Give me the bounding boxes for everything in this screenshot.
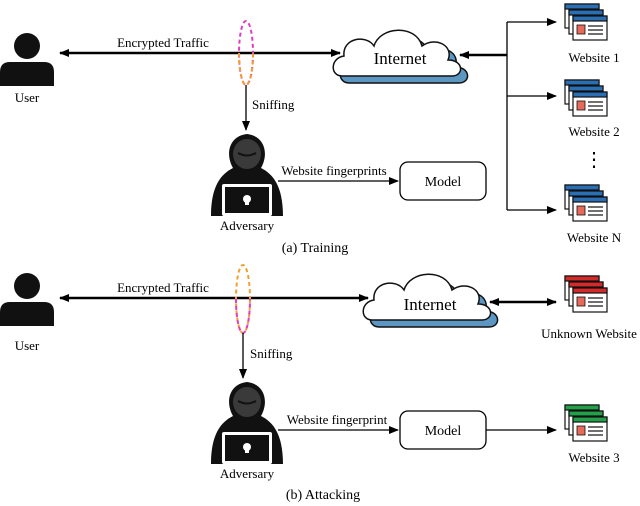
user-icon — [0, 273, 54, 326]
result-website-icon — [565, 405, 607, 441]
model-label: Model — [425, 424, 462, 439]
adversary-icon — [210, 381, 284, 465]
sniffing-label: Sniffing — [250, 346, 293, 361]
user-label: User — [15, 338, 40, 353]
fingerprints-label: Website fingerprints — [281, 163, 386, 178]
model-box — [399, 161, 487, 201]
adversary-icon — [210, 133, 284, 217]
attacking-caption: (b) Attacking — [286, 488, 360, 503]
user-icon — [0, 33, 54, 86]
website-2-label: Website 2 — [568, 124, 619, 139]
user-label: User — [15, 90, 40, 105]
website-1-icon — [565, 4, 607, 40]
model-label: Model — [425, 175, 462, 190]
website-1-label: Website 1 — [568, 50, 619, 65]
result-website-label: Website 3 — [568, 450, 619, 465]
adversary-label: Adversary — [220, 218, 275, 233]
website-ellipsis: ⋮ — [584, 149, 604, 171]
training-caption: (a) Training — [282, 241, 349, 256]
training-panel: User Encrypted Traffic Sniffing Internet… — [0, 4, 622, 256]
adversary-label: Adversary — [220, 466, 275, 481]
website-n-label: Website N — [567, 230, 622, 245]
fingerprint-label: Website fingerprint — [287, 412, 388, 427]
unknown-website-label: Unknown Website — [541, 326, 637, 341]
website-2-icon — [565, 80, 607, 116]
sniffing-label: Sniffing — [252, 97, 295, 112]
internet-label: Internet — [404, 295, 457, 314]
unknown-website-icon — [565, 276, 607, 312]
attacking-panel: User Encrypted Traffic Sniffing Internet… — [0, 264, 637, 503]
website-n-icon — [565, 185, 607, 221]
internet-label: Internet — [374, 49, 427, 68]
encrypted-traffic-label: Encrypted Traffic — [117, 280, 209, 295]
encrypted-traffic-label: Encrypted Traffic — [117, 35, 209, 50]
sniffing-tap — [238, 20, 254, 86]
